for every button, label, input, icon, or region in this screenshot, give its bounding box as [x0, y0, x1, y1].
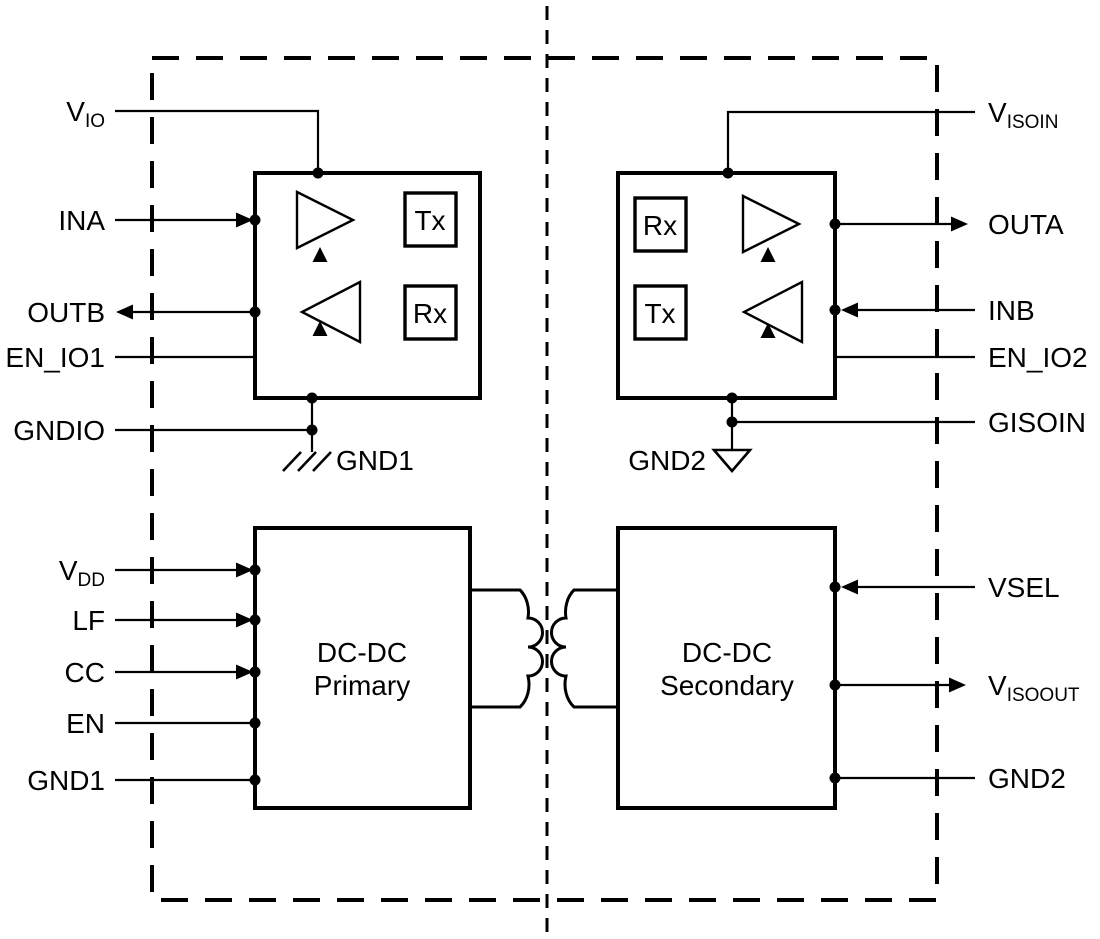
pin-label-visoin-main: V: [988, 97, 1007, 128]
pin-label-gndio: GNDIO: [13, 415, 105, 446]
enable-arrow-bottom-left: [312, 321, 328, 336]
pin-label-en-io1: EN_IO1: [5, 342, 105, 373]
junction-dot: [829, 679, 841, 691]
tx-box-right: [633, 284, 688, 341]
pin-label-vsel: VSEL: [988, 572, 1060, 603]
dcdc-secondary-line1: DC-DC: [682, 637, 772, 668]
junction-dot: [249, 306, 261, 318]
io-channel-block-left: Tx Rx GND1: [115, 109, 482, 476]
package-outline: [150, 56, 939, 902]
dcdc-secondary-line2: Secondary: [660, 670, 794, 701]
pin-label-visoin-sub: ISOIN: [1007, 112, 1059, 133]
pin-label-gisoin: GISOIN: [988, 407, 1086, 438]
junction-dot: [249, 717, 261, 729]
lf-arrowhead: [236, 612, 253, 628]
gnd2-symbol: [711, 448, 753, 473]
junction-dot: [312, 167, 324, 179]
pin-label-lf: LF: [72, 605, 105, 636]
gnd2-symbol-label: GND2: [628, 445, 706, 476]
pin-label-vio: VIO: [66, 96, 105, 132]
dcdc-primary-outline: [253, 526, 472, 810]
junction-dot: [249, 564, 261, 576]
vsel-arrowhead: [841, 579, 858, 595]
junction-dot: [829, 581, 841, 593]
junction-dot: [722, 167, 734, 179]
pin-label-gnd1: GND1: [27, 765, 105, 796]
dcdc-primary-line2: Primary: [314, 670, 410, 701]
input-buffer-triangle-left: [299, 280, 362, 344]
junction-dot: [726, 416, 738, 428]
wire-vio: [115, 109, 320, 173]
ina-arrowhead: [236, 212, 253, 228]
rx-label-left: Rx: [413, 298, 447, 329]
dcdc-primary-line1: DC-DC: [317, 637, 407, 668]
junction-dot: [306, 392, 318, 404]
pin-label-en: EN: [66, 708, 105, 739]
pin-label-en-io2: EN_IO2: [988, 342, 1088, 373]
tx-box-left: [403, 191, 458, 248]
io-channel-block-right: Rx Tx GND2: [616, 110, 975, 476]
inb-arrowhead: [841, 302, 858, 318]
junction-dot: [249, 774, 261, 786]
tx-label-left: Tx: [414, 205, 445, 236]
junction-dot: [249, 214, 261, 226]
pin-label-cc: CC: [65, 657, 105, 688]
rx-box-right: [633, 196, 688, 253]
pin-label-vdd-main: V: [59, 555, 78, 586]
output-buffer-triangle-right: [741, 194, 802, 254]
pin-label-outa: OUTA: [988, 209, 1064, 240]
enable-arrow-bottom-right: [760, 323, 776, 338]
pin-label-visoout-main: V: [988, 670, 1007, 701]
outa-arrowhead: [951, 216, 968, 232]
pin-label-vdd-sub: DD: [78, 570, 105, 591]
junction-dot: [726, 392, 738, 404]
dcdc-secondary-outline: [616, 526, 837, 810]
tx-label-right: Tx: [644, 298, 675, 329]
pin-label-ina: INA: [58, 205, 105, 236]
junction-dot: [306, 424, 318, 436]
vdd-arrowhead: [236, 562, 253, 578]
rx-label-right: Rx: [643, 210, 677, 241]
junction-dot: [829, 218, 841, 230]
gnd1-symbol-label: GND1: [336, 445, 414, 476]
dcdc-secondary-block: DC-DC Secondary: [616, 526, 975, 810]
junction-dot: [829, 772, 841, 784]
outb-arrowhead: [116, 304, 133, 320]
junction-dot: [829, 304, 841, 316]
enable-arrow-top-right: [760, 247, 776, 262]
pin-label-vio-sub: IO: [85, 111, 105, 132]
transformer: [470, 588, 618, 709]
pin-label-visoout-sub: ISOOUT: [1007, 685, 1080, 706]
rx-box-left: [403, 284, 458, 341]
gnd1-symbol: [282, 451, 332, 472]
transformer-secondary-winding: [550, 588, 618, 709]
input-buffer-triangle-right: [741, 280, 804, 344]
output-buffer-triangle-left: [295, 190, 356, 250]
wire-visoin: [726, 110, 975, 173]
pin-label-gnd2: GND2: [988, 763, 1066, 794]
pin-label-outb: OUTB: [27, 297, 105, 328]
pin-label-vio-main: V: [66, 96, 85, 127]
pin-label-visoout: VISOOUT: [988, 670, 1080, 706]
transformer-primary-winding: [470, 588, 544, 709]
enable-arrow-top-left: [312, 247, 328, 262]
visoout-arrowhead: [949, 677, 966, 693]
cc-arrowhead: [236, 664, 253, 680]
pin-label-vdd: VDD: [59, 555, 105, 591]
junction-dot: [249, 614, 261, 626]
pin-label-inb: INB: [988, 295, 1035, 326]
dcdc-primary-block: DC-DC Primary: [115, 526, 472, 810]
pin-label-visoin: VISOIN: [988, 97, 1058, 133]
junction-dot: [249, 666, 261, 678]
